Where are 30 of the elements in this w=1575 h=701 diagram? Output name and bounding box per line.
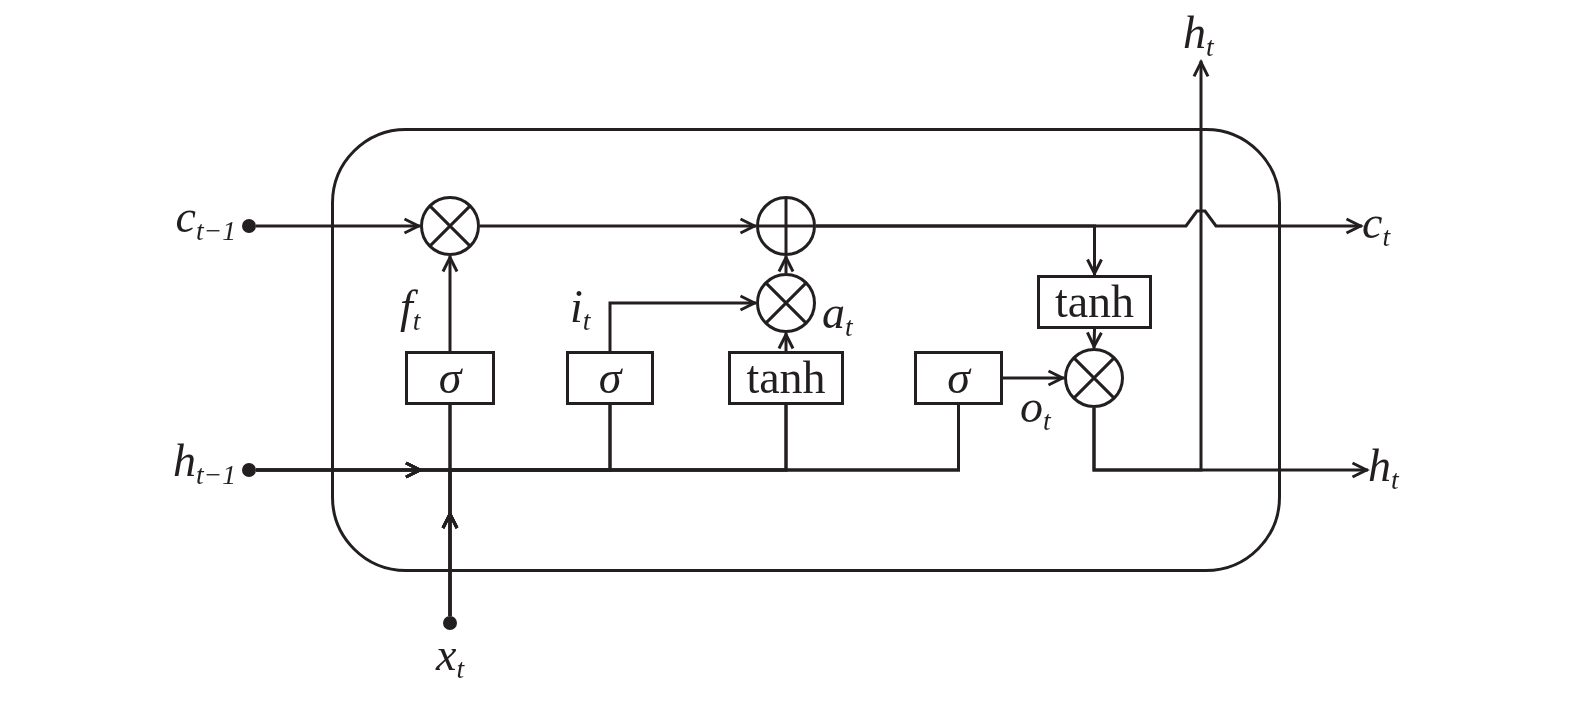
circled-times-icon <box>756 273 816 333</box>
arrow <box>777 256 795 273</box>
arrow <box>256 217 420 235</box>
edge-label: o$_{t}$ <box>1020 384 1051 435</box>
variable-label: c$_{t−1}$ <box>175 194 236 245</box>
arrow <box>1085 328 1103 349</box>
edge-label: a$_{t}$ <box>822 290 853 341</box>
gate-box: σ <box>405 351 495 405</box>
circled-plus-icon <box>756 196 816 256</box>
edge-label: i$_{t}$ <box>570 284 591 335</box>
gate-box: tanh <box>1037 275 1152 329</box>
arrow <box>1092 60 1210 472</box>
variable-label: h$_{t}$ <box>1368 443 1399 494</box>
gate-box: σ <box>914 351 1003 405</box>
arrow <box>816 224 1103 275</box>
circled-times-icon <box>420 196 480 256</box>
arrow <box>441 256 459 351</box>
edge-label: f$_{t}$ <box>400 284 421 335</box>
variable-label: x$_{t}$ <box>435 632 465 683</box>
variable-label: h$_{t}$ <box>1183 10 1214 61</box>
arrow <box>608 294 756 351</box>
variable-label: h$_{t−1}$ <box>172 438 236 489</box>
arrow <box>777 333 795 351</box>
cell-outline <box>331 128 1281 572</box>
gate-box: σ <box>566 351 654 405</box>
circled-times-icon <box>1064 348 1124 408</box>
arrow <box>1003 369 1064 387</box>
variable-label: c$_{t}$ <box>1362 200 1391 251</box>
gate-box: tanh <box>728 351 844 405</box>
arrow <box>480 217 756 235</box>
